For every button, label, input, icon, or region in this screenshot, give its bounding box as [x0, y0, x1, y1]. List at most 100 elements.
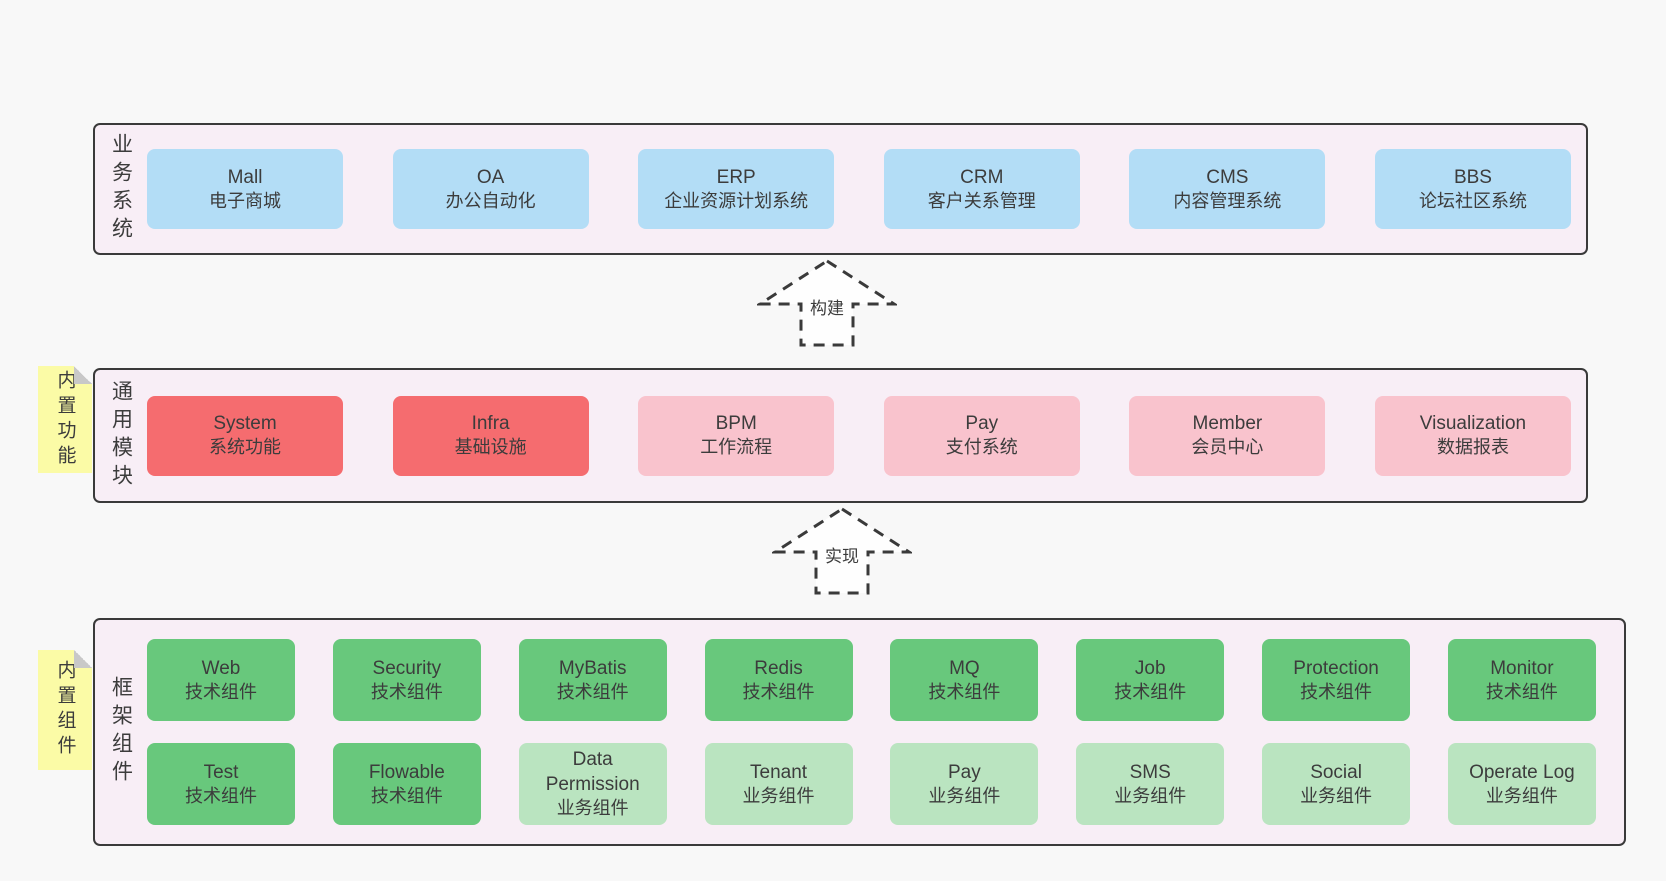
box-title: Data Permission	[545, 749, 640, 796]
note-text: 内置功能	[54, 369, 76, 470]
box-subtitle: 业务组件	[928, 785, 1001, 806]
layer-label-column: 框架组件	[95, 676, 147, 788]
arrow-build: 构建	[757, 258, 897, 348]
folded-corner	[74, 650, 92, 668]
layer-boxes: Mall 电子商城 OA 办公自动化 ERP 企业资源计划系统 CRM 客户关系…	[147, 149, 1586, 229]
box-title: System	[213, 413, 277, 435]
box-subtitle: 业务组件	[1114, 785, 1187, 806]
box-title: Pay	[965, 413, 999, 435]
box-title: Pay	[948, 761, 981, 783]
note-built-in-components: 内置组件	[38, 650, 92, 770]
box-title: Mall	[227, 166, 263, 188]
box-system: System 系统功能	[147, 395, 343, 476]
box-title: CMS	[1206, 166, 1249, 188]
box-title: SMS	[1129, 761, 1171, 783]
box-subtitle: 数据报表	[1436, 437, 1509, 458]
note-built-in-features: 内置功能	[38, 366, 92, 473]
box-subtitle: 基础设施	[454, 437, 527, 458]
box-cms: CMS 内容管理系统	[1129, 149, 1326, 229]
box-subtitle: 技术组件	[742, 681, 815, 702]
box-subtitle: 业务组件	[1485, 785, 1558, 806]
box-subtitle: 技术组件	[370, 681, 443, 702]
box-subtitle: 技术组件	[185, 785, 257, 806]
box-member: Member 会员中心	[1129, 395, 1326, 476]
box-visualization: Visualization 数据报表	[1374, 395, 1571, 476]
layer-label-column: 业务系统	[95, 133, 147, 245]
box-mq: MQ 技术组件	[890, 639, 1039, 721]
box-subtitle: 技术组件	[1485, 681, 1558, 702]
box-subtitle: 技术组件	[370, 785, 443, 806]
box-bbs: BBS 论坛社区系统	[1374, 149, 1571, 229]
box-subtitle: 业务组件	[742, 785, 815, 806]
layer-label-column: 通用模块	[95, 380, 147, 492]
box-title: Web	[201, 657, 241, 679]
arrow-label: 构建	[807, 293, 847, 321]
box-title: MQ	[949, 657, 980, 679]
box-subtitle: 内容管理系统	[1173, 190, 1282, 211]
layer-title: 框架组件	[109, 676, 133, 788]
box-flowable: Flowable 技术组件	[332, 743, 481, 825]
box-title: Infra	[471, 413, 510, 435]
box-test: Test 技术组件	[147, 743, 295, 825]
box-infra: Infra 基础设施	[392, 395, 589, 476]
arrow-label: 实现	[822, 541, 862, 569]
box-title: Visualization	[1419, 413, 1527, 435]
box-title: Tenant	[750, 761, 808, 783]
box-subtitle: 业务组件	[1300, 785, 1373, 806]
arrow-implement: 实现	[772, 506, 912, 596]
layer-title: 通用模块	[109, 379, 133, 492]
box-subtitle: 支付系统	[945, 437, 1018, 458]
box-crm: CRM 客户关系管理	[883, 149, 1080, 229]
box-subtitle: 客户关系管理	[927, 190, 1036, 211]
box-subtitle: 工作流程	[700, 437, 773, 458]
box-title: Operate Log	[1469, 761, 1575, 783]
box-tenant: Tenant 业务组件	[704, 743, 853, 825]
box-social: Social 业务组件	[1262, 743, 1411, 825]
layer-common-modules: 通用模块 System 系统功能 Infra 基础设施 BPM 工作流程 Pay…	[93, 368, 1588, 503]
box-protection: Protection 技术组件	[1262, 639, 1411, 721]
box-job: Job 技术组件	[1076, 639, 1225, 721]
box-pay-business: Pay 业务组件	[890, 743, 1039, 825]
box-title: Monitor	[1490, 657, 1554, 679]
box-sms: SMS 业务组件	[1076, 743, 1225, 825]
box-title: CRM	[960, 166, 1004, 188]
layer-title: 业务系统	[109, 133, 133, 245]
box-subtitle: 技术组件	[185, 681, 257, 702]
box-title: Security	[372, 657, 442, 679]
layer-business-systems: 业务系统 Mall 电子商城 OA 办公自动化 ERP 企业资源计划系统 CRM…	[93, 123, 1588, 255]
box-subtitle: 技术组件	[1114, 681, 1187, 702]
box-title: BPM	[715, 413, 757, 435]
layer-framework-components: 框架组件 Web 技术组件 Security 技术组件 MyBatis 技术组件…	[93, 618, 1626, 846]
box-title: BBS	[1453, 166, 1492, 188]
box-subtitle: 系统功能	[209, 437, 281, 458]
box-subtitle: 会员中心	[1191, 437, 1264, 458]
box-oa: OA 办公自动化	[392, 149, 589, 229]
box-title: Job	[1134, 657, 1166, 679]
box-web: Web 技术组件	[147, 639, 295, 721]
box-subtitle: 论坛社区系统	[1418, 190, 1527, 211]
box-title: ERP	[716, 166, 756, 188]
box-title: Member	[1192, 413, 1263, 435]
box-title: Test	[203, 761, 239, 783]
box-erp: ERP 企业资源计划系统	[638, 149, 835, 229]
note-text: 内置组件	[54, 660, 76, 760]
box-title: OA	[476, 166, 505, 188]
box-mybatis: MyBatis 技术组件	[518, 639, 667, 721]
box-bpm: BPM 工作流程	[638, 395, 835, 476]
box-subtitle: 办公自动化	[445, 190, 536, 211]
box-title: Redis	[754, 657, 803, 679]
box-subtitle: 技术组件	[928, 681, 1001, 702]
box-subtitle: 技术组件	[1300, 681, 1373, 702]
box-subtitle: 业务组件	[556, 798, 629, 819]
box-data-permission: Data Permission 业务组件	[518, 743, 667, 825]
box-operate-log: Operate Log 业务组件	[1447, 743, 1596, 825]
box-title: MyBatis	[558, 657, 627, 679]
box-subtitle: 企业资源计划系统	[664, 190, 809, 211]
folded-corner	[74, 366, 92, 384]
layer-boxes: Web 技术组件 Security 技术组件 MyBatis 技术组件 Redi…	[147, 639, 1624, 825]
layer-boxes: System 系统功能 Infra 基础设施 BPM 工作流程 Pay 支付系统…	[147, 395, 1586, 476]
box-monitor: Monitor 技术组件	[1447, 639, 1596, 721]
box-title: Flowable	[368, 761, 445, 783]
box-subtitle: 技术组件	[556, 681, 629, 702]
box-title: Protection	[1293, 657, 1379, 679]
